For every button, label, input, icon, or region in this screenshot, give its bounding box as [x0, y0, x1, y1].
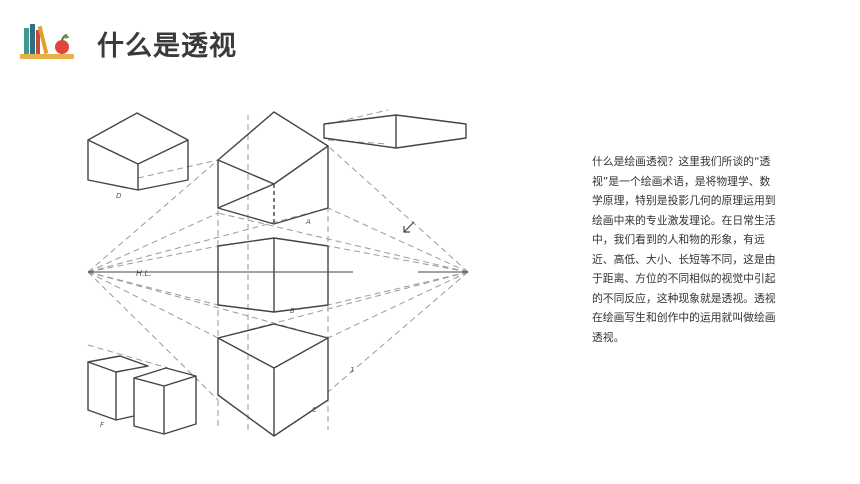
prism-b — [217, 237, 329, 313]
page-title: 什么是透视 — [97, 31, 237, 62]
label-d: D — [116, 192, 122, 200]
label-b: B — [290, 307, 295, 315]
cube-d — [87, 112, 189, 191]
perspective-sketch: H.L. — [87, 109, 469, 437]
label-f: F — [100, 421, 105, 429]
books-logo-icon — [20, 24, 74, 59]
direction-arrow — [403, 221, 415, 233]
label-edge: 1 — [350, 366, 354, 374]
label-c: C — [312, 406, 317, 414]
description-text: 什么是绘画透视？这里我们所谈的“透视”是一个绘画术语，是将物理学、数学原理，特别… — [592, 152, 778, 347]
prism-a — [217, 111, 329, 225]
cubes-f — [87, 355, 197, 435]
label-a: A — [305, 218, 311, 226]
description-paragraph: 什么是绘画透视？这里我们所谈的“透视”是一个绘画术语，是将物理学、数学原理，特别… — [592, 155, 776, 344]
horizon-label: H.L. — [136, 269, 152, 278]
flat-prism — [323, 114, 467, 149]
prism-c — [217, 323, 329, 437]
